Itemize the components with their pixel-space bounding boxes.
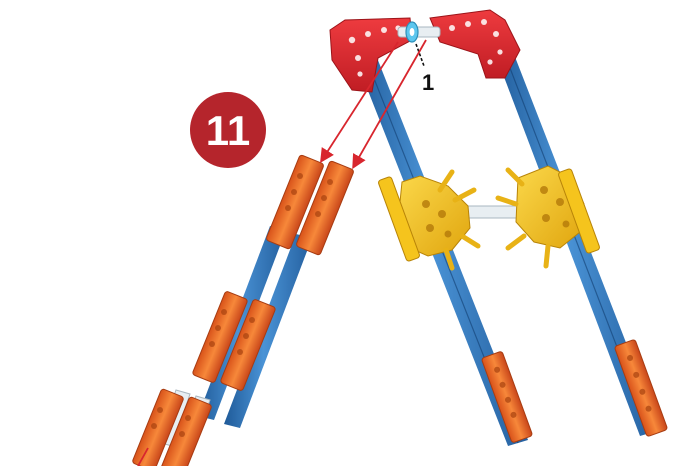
step-number: 11 [206, 107, 250, 154]
step-badge: 11 [190, 92, 266, 168]
red-corner-connector-icon [430, 10, 520, 78]
yellow-hub-left [378, 172, 478, 268]
red-corner-connector-right [430, 10, 520, 78]
ladder-top-clips [266, 154, 355, 255]
white-rod-icon [398, 27, 440, 37]
ladder-assembly [132, 154, 354, 466]
callout-label: 1 [422, 70, 434, 95]
white-rod-icon [462, 206, 524, 218]
middle-crossbar [378, 166, 601, 268]
